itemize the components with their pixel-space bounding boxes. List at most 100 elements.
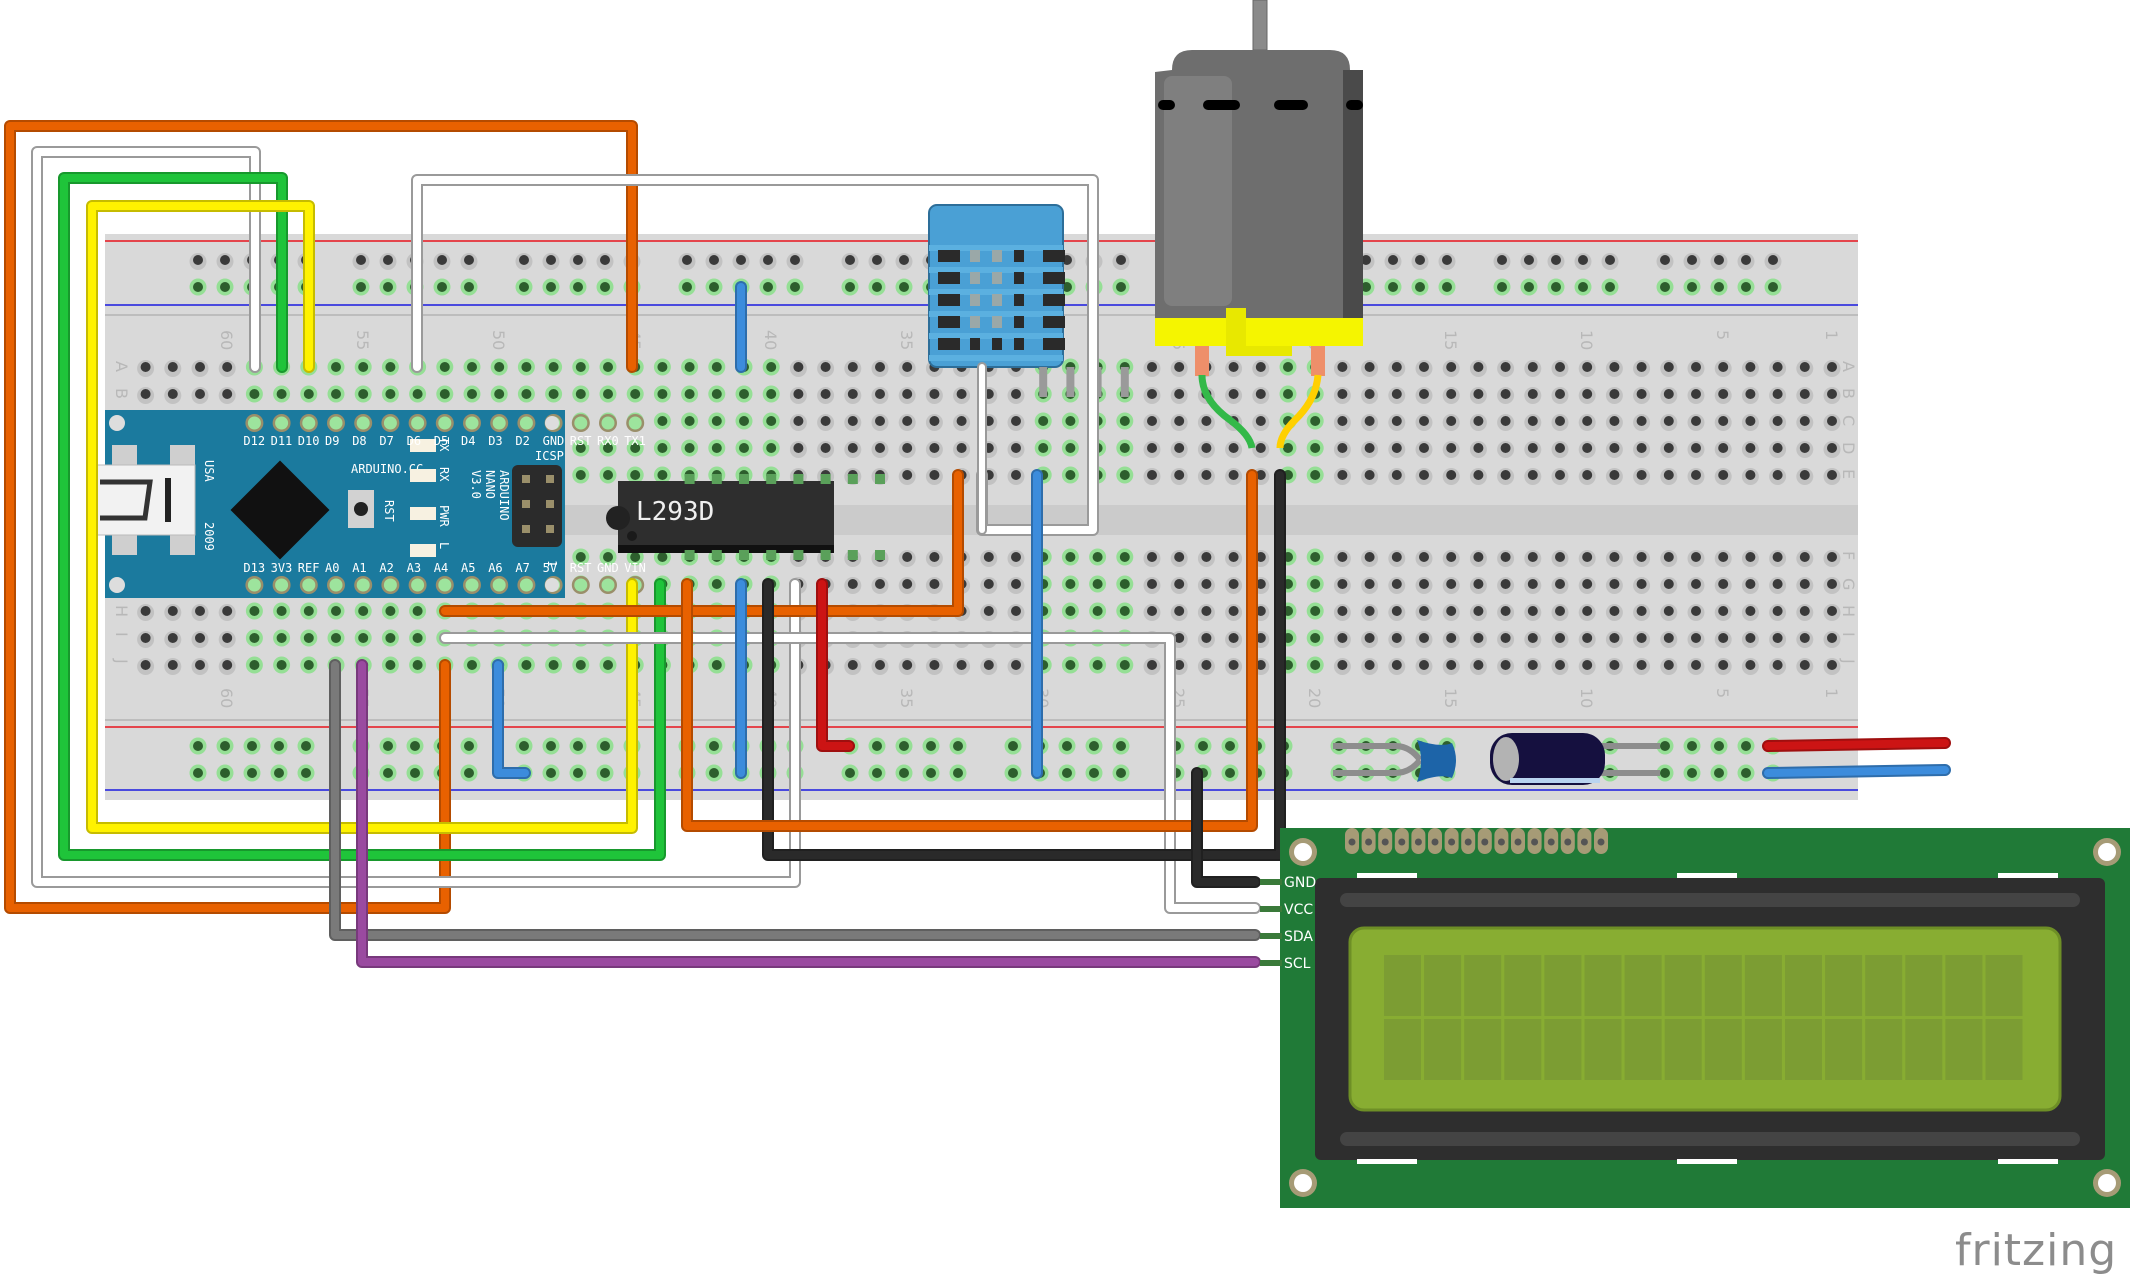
breadboard-hole[interactable] xyxy=(222,362,233,372)
breadboard-hole[interactable] xyxy=(1391,660,1402,670)
nano-pin-d7[interactable] xyxy=(383,416,397,430)
breadboard-hole[interactable] xyxy=(249,389,260,399)
breadboard-hole[interactable] xyxy=(575,389,586,399)
breadboard-hole[interactable] xyxy=(657,389,668,399)
breadboard-hole[interactable] xyxy=(1473,362,1484,372)
nano-pin-ref[interactable] xyxy=(302,578,316,592)
breadboard-hole[interactable] xyxy=(1555,362,1565,372)
breadboard-hole[interactable] xyxy=(1527,633,1538,643)
breadboard-hole[interactable] xyxy=(247,768,257,778)
breadboard-hole[interactable] xyxy=(1718,660,1729,670)
breadboard-hole[interactable] xyxy=(1741,741,1751,751)
breadboard-hole[interactable] xyxy=(167,606,178,616)
breadboard-hole[interactable] xyxy=(1147,552,1157,562)
wire-blue-gnd-rail[interactable] xyxy=(494,661,529,777)
breadboard-hole[interactable] xyxy=(1310,443,1321,453)
breadboard-hole[interactable] xyxy=(902,660,913,670)
breadboard-hole[interactable] xyxy=(1718,416,1729,426)
breadboard-hole[interactable] xyxy=(1116,282,1126,292)
breadboard-hole[interactable] xyxy=(1310,416,1321,426)
breadboard-hole[interactable] xyxy=(1419,660,1429,670)
breadboard-hole[interactable] xyxy=(276,606,287,616)
breadboard-hole[interactable] xyxy=(1500,633,1511,643)
breadboard-hole[interactable] xyxy=(1225,741,1235,751)
breadboard-hole[interactable] xyxy=(1119,579,1130,589)
breadboard-hole[interactable] xyxy=(1582,470,1593,480)
breadboard-hole[interactable] xyxy=(1174,579,1185,589)
breadboard-hole[interactable] xyxy=(1555,660,1565,670)
breadboard-hole[interactable] xyxy=(274,768,284,778)
breadboard-hole[interactable] xyxy=(1201,443,1212,453)
breadboard-hole[interactable] xyxy=(167,362,178,372)
breadboard-hole[interactable] xyxy=(983,579,994,589)
breadboard-hole[interactable] xyxy=(1551,255,1561,265)
breadboard-hole[interactable] xyxy=(521,389,532,399)
breadboard-hole[interactable] xyxy=(303,660,314,670)
breadboard-hole[interactable] xyxy=(875,389,885,399)
wire-white-vcc[interactable] xyxy=(441,634,1259,912)
breadboard-hole[interactable] xyxy=(1827,633,1837,643)
breadboard-hole[interactable] xyxy=(739,389,749,399)
breadboard-hole[interactable] xyxy=(1092,606,1103,616)
breadboard-hole[interactable] xyxy=(1799,389,1810,399)
breadboard-hole[interactable] xyxy=(467,389,477,399)
breadboard-hole[interactable] xyxy=(1419,606,1429,616)
breadboard-hole[interactable] xyxy=(1500,470,1511,480)
breadboard-hole[interactable] xyxy=(1687,255,1697,265)
breadboard-hole[interactable] xyxy=(1745,579,1756,589)
breadboard-hole[interactable] xyxy=(1116,741,1126,751)
nano-pin-d2[interactable] xyxy=(519,416,533,430)
breadboard-hole[interactable] xyxy=(1089,741,1099,751)
breadboard-hole[interactable] xyxy=(222,389,233,399)
breadboard-hole[interactable] xyxy=(494,362,505,372)
breadboard-hole[interactable] xyxy=(1497,282,1507,292)
breadboard-hole[interactable] xyxy=(1582,416,1593,426)
breadboard-hole[interactable] xyxy=(1827,470,1837,480)
breadboard-hole[interactable] xyxy=(1745,443,1756,453)
breadboard-hole[interactable] xyxy=(600,255,610,265)
nano-pin-rst[interactable] xyxy=(574,578,588,592)
breadboard-hole[interactable] xyxy=(1714,282,1724,292)
breadboard-hole[interactable] xyxy=(1147,606,1157,616)
breadboard-hole[interactable] xyxy=(1147,389,1157,399)
breadboard-hole[interactable] xyxy=(1391,362,1402,372)
breadboard-hole[interactable] xyxy=(1228,389,1239,399)
breadboard-hole[interactable] xyxy=(1799,660,1810,670)
breadboard-hole[interactable] xyxy=(1582,660,1593,670)
breadboard-hole[interactable] xyxy=(1201,660,1212,670)
breadboard-hole[interactable] xyxy=(1419,633,1429,643)
breadboard-hole[interactable] xyxy=(1745,416,1756,426)
breadboard-hole[interactable] xyxy=(1827,579,1837,589)
breadboard-hole[interactable] xyxy=(1636,443,1647,453)
breadboard-hole[interactable] xyxy=(1827,552,1837,562)
breadboard-hole[interactable] xyxy=(1092,552,1103,562)
breadboard-hole[interactable] xyxy=(1391,552,1402,562)
breadboard-hole[interactable] xyxy=(1718,579,1729,589)
breadboard-hole[interactable] xyxy=(657,552,668,562)
nano-pin-3v3[interactable] xyxy=(275,578,289,592)
breadboard-hole[interactable] xyxy=(1663,633,1674,643)
breadboard-hole[interactable] xyxy=(1609,606,1620,616)
breadboard-hole[interactable] xyxy=(929,443,940,453)
breadboard-hole[interactable] xyxy=(630,470,641,480)
breadboard-hole[interactable] xyxy=(603,389,613,399)
breadboard-hole[interactable] xyxy=(385,660,396,670)
breadboard-hole[interactable] xyxy=(1089,768,1099,778)
breadboard-hole[interactable] xyxy=(1337,389,1348,399)
breadboard-hole[interactable] xyxy=(953,741,963,751)
breadboard-hole[interactable] xyxy=(331,606,341,616)
breadboard-hole[interactable] xyxy=(709,282,719,292)
breadboard-hole[interactable] xyxy=(193,741,203,751)
breadboard-hole[interactable] xyxy=(1663,362,1674,372)
breadboard-hole[interactable] xyxy=(711,362,722,372)
breadboard-hole[interactable] xyxy=(220,741,230,751)
breadboard-hole[interactable] xyxy=(600,741,610,751)
breadboard-hole[interactable] xyxy=(1364,552,1375,562)
breadboard-hole[interactable] xyxy=(1446,606,1457,616)
breadboard-hole[interactable] xyxy=(763,255,773,265)
breadboard-hole[interactable] xyxy=(603,443,613,453)
breadboard-hole[interactable] xyxy=(766,389,777,399)
breadboard-hole[interactable] xyxy=(657,416,668,426)
breadboard-hole[interactable] xyxy=(902,362,913,372)
breadboard-hole[interactable] xyxy=(1745,606,1756,616)
